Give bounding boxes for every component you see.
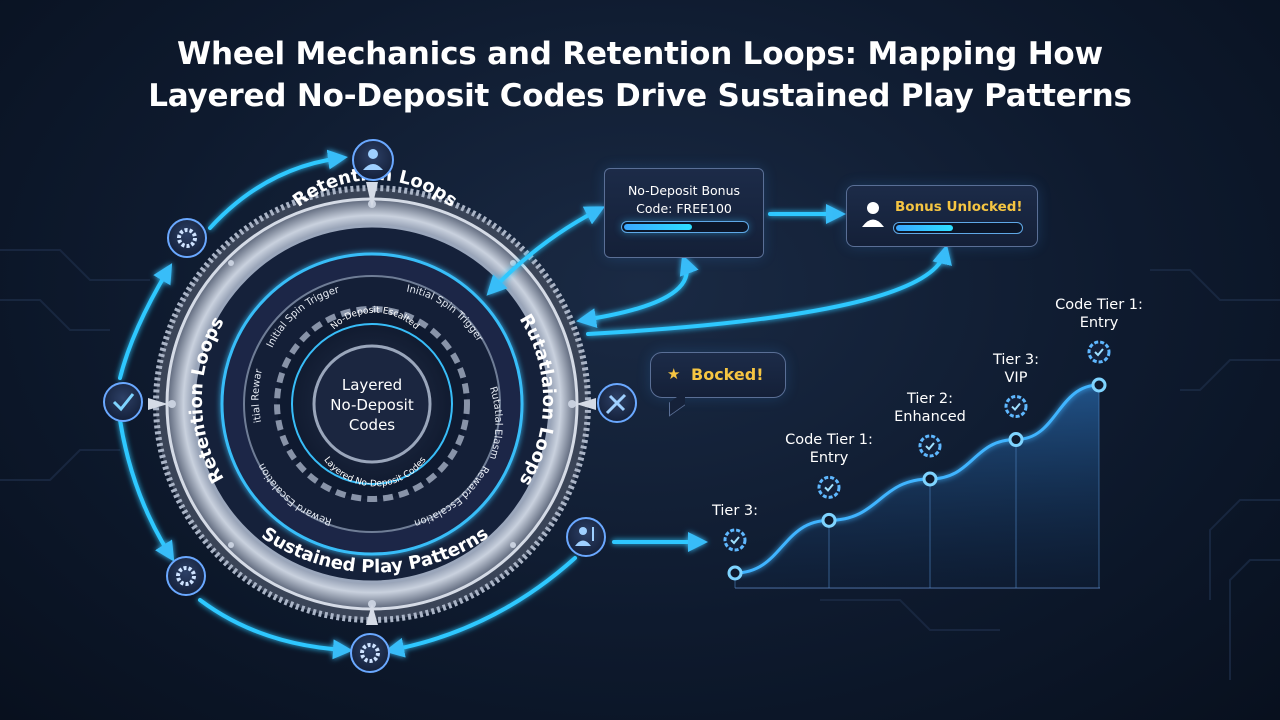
tier-point [922, 471, 938, 487]
bonus-unlocked-card[interactable]: Bonus Unlocked! [846, 185, 1038, 247]
user-icon [862, 202, 884, 227]
tier-label: Tier 3: [711, 503, 759, 519]
circuit-traces [0, 249, 1280, 680]
user-icon [575, 527, 594, 546]
tier-area [735, 385, 1099, 588]
tier-point [727, 565, 743, 581]
tier-point [1091, 377, 1107, 393]
tier-label: Tier 2: Enhanced [894, 391, 966, 425]
gear-icon [176, 566, 196, 586]
center-line-2: No-Deposit [330, 396, 414, 414]
center-line-3: Codes [349, 416, 395, 434]
tier-check-icon [1004, 395, 1028, 419]
bonus-code-value: Code: FREE100 [636, 201, 732, 216]
gear-node-bottom[interactable] [350, 633, 390, 673]
bonus-code-card[interactable]: No-Deposit Bonus Code: FREE100 [604, 168, 764, 258]
gear-node-bottom-left[interactable] [166, 556, 206, 596]
user-node-top[interactable] [352, 139, 394, 181]
tools-icon [605, 393, 627, 415]
connector-arrows [486, 204, 952, 552]
inner-label-right: Rutatlal Elasm [487, 385, 504, 460]
booked-bubble: ★ Bocked! [650, 352, 786, 417]
tier-check-icon [817, 475, 841, 499]
user-icon [363, 149, 383, 170]
tier-point [821, 512, 837, 528]
tier-label: Code Tier 1: Entry [1055, 297, 1143, 331]
loop-arcs [118, 149, 577, 660]
gear-icon [177, 228, 197, 248]
tier-chart [723, 340, 1111, 589]
bonus-code-progress [621, 221, 749, 233]
center-line-1: Layered [342, 376, 402, 394]
bonus-code-progress-fill [624, 224, 693, 230]
bonus-unlocked-text: Bonus Unlocked! [895, 199, 1023, 215]
title-line-1: Wheel Mechanics and Retention Loops: Map… [177, 36, 1103, 72]
tier-check-icon [723, 528, 747, 552]
user-node-right[interactable] [566, 517, 606, 557]
bonus-unlocked-progress-fill [896, 225, 953, 231]
tier-point [1008, 432, 1024, 448]
tier-label: Tier 3: VIP [992, 351, 1040, 386]
tier-check-icon [1087, 340, 1111, 364]
title-line-2: Layered No-Deposit Codes Drive Sustained… [148, 78, 1132, 114]
check-node-left[interactable] [103, 382, 143, 422]
gear-node-top-left[interactable] [167, 218, 207, 258]
bonus-unlocked-progress [893, 222, 1023, 234]
check-icon [112, 393, 135, 412]
booked-text: Bocked! [691, 365, 764, 384]
tier-label: Code Tier 1: Entry [785, 432, 873, 467]
tier-check-icon [918, 434, 942, 458]
bonus-code-title: No-Deposit Bonus [627, 183, 741, 198]
gear-icon [360, 643, 380, 663]
tools-node-right[interactable] [597, 383, 637, 423]
star-icon: ★ [667, 365, 681, 383]
